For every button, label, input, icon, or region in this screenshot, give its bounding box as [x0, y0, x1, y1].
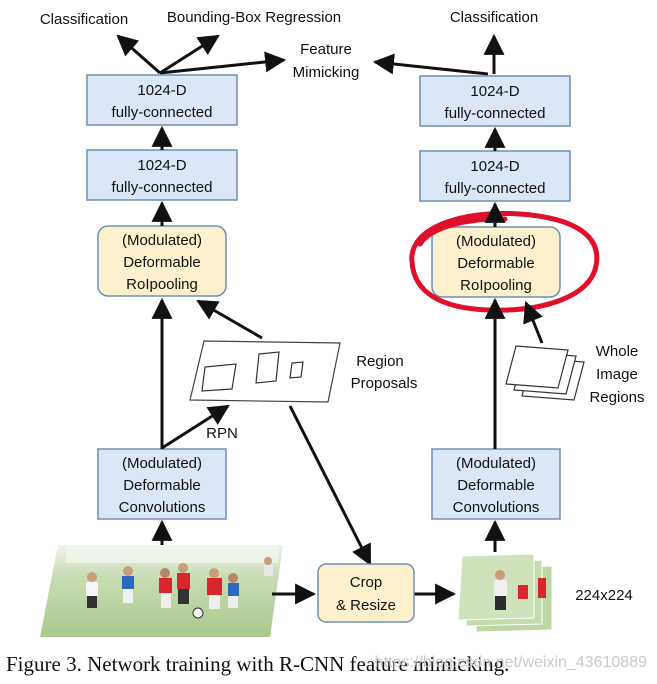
- right-roipool-line1: (Modulated): [456, 233, 536, 250]
- feature-mimicking-label-2: Mimicking: [293, 64, 360, 81]
- column-arrows: [151, 125, 506, 552]
- figure-caption: Figure 3. Network training with R-CNN fe…: [6, 652, 510, 676]
- rpn-label: RPN: [206, 425, 238, 442]
- watermark: https://blog.csdn.net/weixin_43610889: [374, 654, 647, 671]
- right-fc-mid-line1: 1024-D: [470, 158, 519, 175]
- bbox-regression-label: Bounding-Box Regression: [167, 9, 341, 26]
- left-fc-mid-line1: 1024-D: [137, 157, 186, 174]
- left-conv-line1: (Modulated): [122, 455, 202, 472]
- top-arrows: [116, 33, 505, 76]
- right-roipool-line3: RoIpooling: [460, 277, 532, 294]
- left-fc-mid-box: 1024-D fully-connected: [86, 149, 238, 201]
- classification-left-label: Classification: [40, 11, 128, 28]
- right-fc-top-line2: fully-connected: [445, 105, 546, 122]
- right-conv-line3: Convolutions: [453, 499, 540, 516]
- right-conv-box: (Modulated) Deformable Convolutions: [431, 448, 561, 520]
- left-roipool-line1: (Modulated): [122, 232, 202, 249]
- left-conv-box: (Modulated) Deformable Convolutions: [97, 448, 227, 520]
- crop-resize-box: Crop & Resize: [317, 563, 415, 623]
- region-proposals-label-1: Region: [356, 353, 404, 370]
- crop-label-2: & Resize: [336, 597, 396, 614]
- right-conv-line1: (Modulated): [456, 455, 536, 472]
- left-conv-line3: Convolutions: [119, 499, 206, 516]
- left-conv-line2: Deformable: [123, 477, 201, 494]
- left-roipool-line2: Deformable: [123, 254, 201, 271]
- region-proposals-label-2: Proposals: [351, 375, 418, 392]
- whole-image-regions-icon: [505, 345, 585, 401]
- left-fc-mid-line2: fully-connected: [112, 179, 213, 196]
- classification-right-label: Classification: [450, 9, 538, 26]
- right-conv-line2: Deformable: [457, 477, 535, 494]
- whole-image-label-1: Whole: [596, 343, 639, 360]
- left-fc-top-line1: 1024-D: [137, 82, 186, 99]
- input-soccer-image: [40, 545, 283, 637]
- whole-image-label-2: Image: [596, 366, 638, 383]
- crop-label-1: Crop: [350, 574, 383, 591]
- crop-size-label: 224x224: [575, 587, 633, 604]
- cropped-images-stack: [457, 553, 553, 633]
- right-fc-top-line1: 1024-D: [470, 83, 519, 100]
- left-roipool-line3: RoIpooling: [126, 276, 198, 293]
- right-fc-mid-box: 1024-D fully-connected: [419, 150, 571, 202]
- region-proposals-panel: [189, 340, 341, 403]
- left-fc-top-line2: fully-connected: [112, 104, 213, 121]
- whole-image-label-3: Regions: [589, 389, 644, 406]
- proposal-arrows: [161, 299, 372, 566]
- right-fc-mid-line2: fully-connected: [445, 180, 546, 197]
- right-roipool-box: (Modulated) Deformable RoIpooling: [431, 226, 561, 298]
- feature-mimicking-label-1: Feature: [300, 41, 352, 58]
- right-roipool-line2: Deformable: [457, 255, 535, 272]
- left-roipool-box: (Modulated) Deformable RoIpooling: [97, 225, 227, 297]
- left-fc-top-box: 1024-D fully-connected: [86, 74, 238, 126]
- whole-image-arrow: [523, 301, 544, 344]
- right-fc-top-box: 1024-D fully-connected: [419, 75, 571, 127]
